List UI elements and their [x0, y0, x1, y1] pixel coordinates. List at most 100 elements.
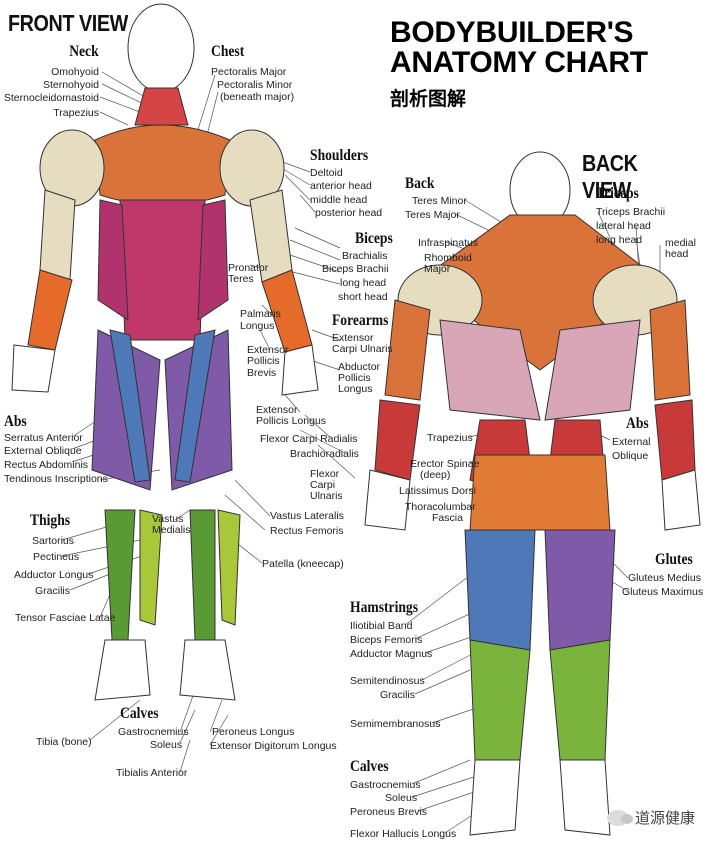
label-biceps-femoris: Biceps Femoris [350, 634, 423, 646]
title-line-2: ANATOMY CHART [390, 46, 648, 79]
label-oblique: Oblique [612, 450, 649, 462]
label-anterior-head: anterior head [310, 180, 372, 192]
title-line-1: BODYBUILDER'S [390, 16, 634, 49]
label-external: External [612, 436, 651, 448]
back-view-title: BACK VIEW [582, 150, 638, 203]
group-triceps: Triceps [596, 185, 639, 202]
label-gluteus-maximus: Gluteus Maximus [622, 586, 704, 598]
label-carpi-ulnaris: Carpi Ulnaris [332, 343, 393, 355]
label-patella: Patella (kneecap) [262, 558, 344, 570]
label-latissimus-dorsi: Latissimus Dorsi [399, 485, 477, 497]
label-thoracolumbar: Thoracolumbar [405, 501, 476, 513]
label-serratus-anterior: Serratus Anterior [4, 432, 83, 444]
label-abductor: Abductor [338, 361, 381, 373]
label-extensor-digitorum-longus: Extensor Digitorum Longus [210, 740, 337, 752]
label-vastus-lateralis: Vastus Lateralis [270, 510, 344, 522]
label-peroneus-longus: Peroneus Longus [212, 726, 295, 738]
label-rhomboid: Rhomboid [424, 252, 472, 264]
label-extensor-c: Extensor [256, 404, 298, 416]
group-chest: Chest [211, 43, 245, 60]
label-soleus-back: Soleus [385, 792, 418, 804]
label-flexor-carpi-radialis: Flexor Carpi Radialis [260, 433, 358, 445]
label-tibialis-anterior: Tibialis Anterior [116, 767, 188, 779]
label-rectus-abdominis: Rectus Abdominis [4, 459, 89, 471]
label-gastrocnemius-front: Gastrocnemius [118, 726, 189, 738]
label-pectoralis-minor: Pectoralis Minor [217, 79, 293, 91]
group-biceps: Biceps [355, 230, 393, 247]
label-extensor-a: Extensor [247, 344, 289, 356]
label-biceps-brachii: Biceps Brachii [322, 263, 389, 275]
label-external-oblique-front: External Oblique [4, 445, 82, 457]
label-pectoralis-major: Pectoralis Major [211, 66, 287, 78]
label-triceps-brachii: Triceps Brachii [596, 206, 666, 218]
label-medial-head: head [665, 248, 689, 260]
group-glutes: Glutes [655, 551, 693, 568]
label-brachioradialis: Brachioradialis [290, 448, 359, 460]
label-semimembranosus: Semimembranosus [350, 718, 441, 730]
label-tendinous-inscriptions: Tendinous Inscriptions [4, 473, 108, 485]
back-figure [364, 151, 701, 836]
label-infraspinatus: Infraspinatus [418, 237, 479, 249]
group-calves-front: Calves [120, 705, 159, 722]
label-soleus-front: Soleus [150, 739, 183, 751]
label-gracilis-front: Gracilis [35, 585, 71, 597]
group-forearms: Forearms [332, 312, 389, 329]
label-rhomboid-major: Major [424, 263, 451, 275]
front-figure [11, 3, 319, 701]
group-back: Back [405, 175, 435, 192]
group-thighs: Thighs [30, 512, 71, 529]
label-sternocleidomastoid: Sternocleidomastoid [3, 92, 99, 104]
label-long-head-triceps: long head [596, 234, 643, 246]
label-pollicis-longus: Pollicis Longus [256, 415, 327, 427]
chat-bubble-icon [606, 809, 633, 826]
label-trapezius-front: Trapezius [53, 107, 99, 119]
label-pollicis-b: Pollicis [338, 372, 371, 384]
label-brevis: Brevis [247, 367, 277, 379]
chart-title-cn: 剖析图解 [390, 88, 467, 110]
label-medial: medial [665, 237, 696, 249]
group-shoulders: Shoulders [310, 147, 369, 164]
label-longus: Longus [240, 320, 275, 332]
label-sartorius: Sartorius [32, 535, 75, 547]
label-medialis: Medialis [152, 524, 191, 536]
label-teres-minor: Teres Minor [412, 195, 467, 207]
label-iliotibial-band: Iliotibial Band [350, 620, 413, 632]
label-fascia: Fascia [432, 512, 463, 524]
label-palmaris: Palmaris [240, 308, 281, 320]
group-calves-back: Calves [350, 758, 389, 775]
label-sternohyoid: Sternohyoid [42, 79, 99, 91]
chart-title: BODYBUILDER'S ANATOMY CHART [390, 18, 648, 78]
label-adductor-longus: Adductor Longus [14, 569, 94, 581]
label-flexor: Flexor [310, 468, 340, 480]
label-adductor-magnus: Adductor Magnus [350, 648, 433, 660]
group-hamstrings: Hamstrings [350, 599, 418, 616]
label-teres-major: Teres Major [405, 209, 460, 221]
label-omohyoid: Omohyoid [51, 66, 99, 78]
label-erector-deep: (deep) [420, 469, 451, 481]
label-pollicis-a: Pollicis [247, 355, 280, 367]
watermark-text: 道源健康 [634, 809, 695, 827]
label-tensor-fasciae-latae: Tensor Fasciae Latae [15, 612, 116, 624]
label-pectineus: Pectineus [33, 551, 80, 563]
label-longus-b: Longus [338, 383, 373, 395]
group-neck: Neck [69, 43, 99, 60]
label-short-head: short head [338, 291, 388, 303]
label-long-head: long head [340, 277, 387, 289]
group-abs-back: Abs [626, 415, 649, 432]
group-abs-front: Abs [4, 413, 27, 430]
label-posterior-head: posterior head [315, 207, 383, 219]
label-trapezius-back: Trapezius [427, 432, 473, 444]
label-semitendinosus: Semitendinosus [350, 675, 425, 687]
label-vastus: Vastus [152, 513, 184, 525]
label-beneath-major: (beneath major) [220, 91, 295, 103]
label-ulnaris: Ulnaris [310, 490, 343, 502]
label-gracilis-back: Gracilis [380, 689, 416, 701]
label-gluteus-medius: Gluteus Medius [628, 572, 701, 584]
label-rectus-femoris: Rectus Femoris [270, 525, 344, 537]
label-tibia: Tibia (bone) [36, 736, 92, 748]
label-lateral-head: lateral head [596, 220, 651, 232]
label-flexor-hallucis-longus: Flexor Hallucis Longus [350, 828, 457, 840]
label-middle-head: middle head [310, 194, 368, 206]
